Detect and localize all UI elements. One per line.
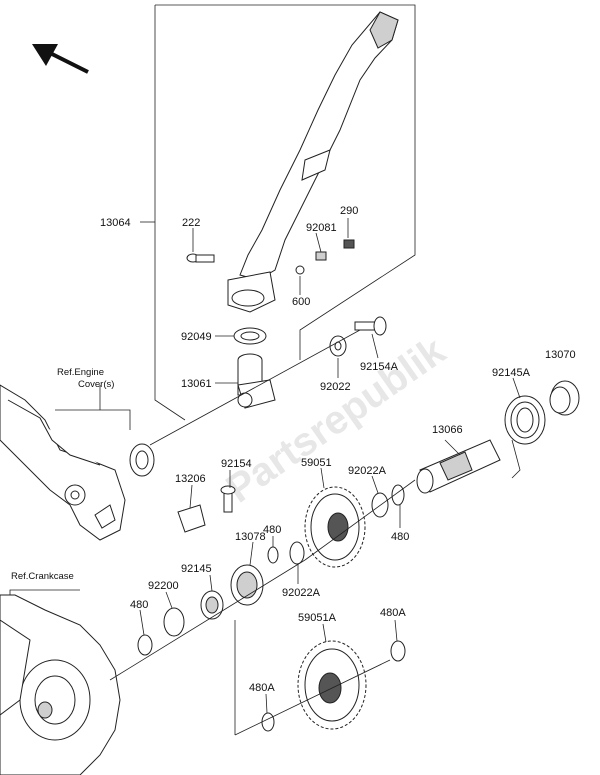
label-600: 600 [292,296,310,308]
bolt-92154A [354,316,387,336]
ball-600 [295,265,305,275]
gear-59051A [297,640,367,730]
plate-13206 [177,504,206,533]
circlip-480-left [137,634,153,656]
label-480-right: 480 [391,531,409,543]
washer-92022A-mid [289,541,305,565]
label-222: 222 [182,217,200,229]
label-480A-left: 480A [249,682,275,694]
spring-92145A [504,395,546,479]
label-92081: 92081 [306,222,337,234]
washer-92200 [163,607,185,637]
bolt-92154 [220,485,236,513]
label-59051: 59051 [301,457,332,469]
circlip-480-mid [267,546,279,564]
kick-lever [227,11,399,313]
label-92145: 92145 [181,563,212,575]
engine-cover [0,384,126,541]
label-92200: 92200 [148,580,179,592]
label-480-mid: 480 [263,524,281,536]
label-13066: 13066 [432,424,463,436]
circlip-480A-left [261,712,275,732]
ref-engine-cover-line2: Cover(s) [78,379,114,390]
circlip-480A-right [390,640,406,662]
label-92022A-top: 92022A [348,465,387,477]
label-59051A: 59051A [298,612,337,624]
ref-engine-cover-line1: Ref.Engine [57,367,104,378]
label-290: 290 [340,205,358,217]
label-13061: 13061 [181,378,212,390]
label-13070: 13070 [545,349,576,361]
lever-group-frame [155,4,416,360]
cap-13070 [549,380,580,416]
screw-92081 [315,251,327,261]
boss-13061 [237,353,276,409]
label-13078: 13078 [235,531,266,543]
gear-59051 [304,486,366,568]
screw-290 [343,239,355,249]
label-92022: 92022 [320,381,351,393]
kickshaft-13066 [416,439,501,494]
ratchet-13078 [230,564,264,606]
label-13206: 13206 [175,473,206,485]
label-92154A: 92154A [360,361,399,373]
label-13064: 13064 [100,217,131,229]
label-92145A: 92145A [492,367,531,379]
crankcase [0,594,121,775]
label-480-left: 480 [130,599,148,611]
bolt-222 [186,253,215,263]
label-92049: 92049 [181,331,212,343]
label-92154: 92154 [221,458,252,470]
spring-92145 [200,590,224,620]
front-direction-arrow-icon [32,44,89,74]
label-92022A-mid: 92022A [282,587,321,599]
ref-crankcase: Ref.Crankcase [11,571,74,582]
label-480A-right: 480A [380,607,406,619]
